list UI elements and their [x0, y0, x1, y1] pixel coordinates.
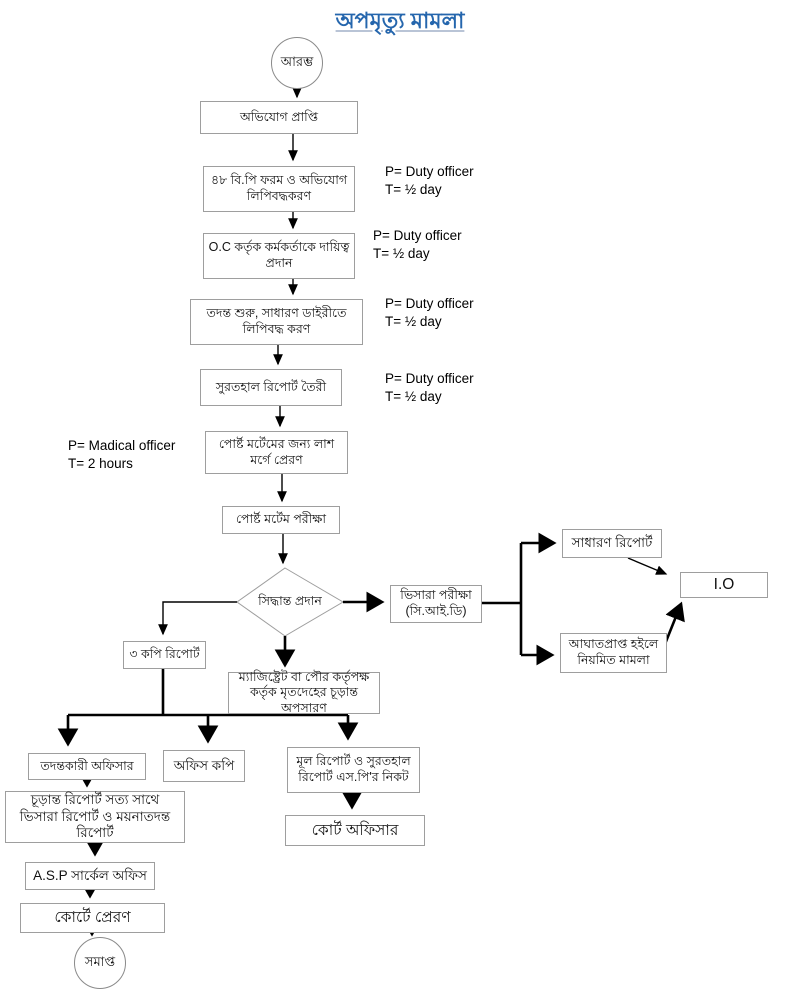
- process-send-body-to-morgue: পোর্ষ্ট মর্টেমের জন্য লাশ মর্গে প্রেরণ: [205, 431, 348, 474]
- process-asp-circle-office: A.S.P সার্কেল অফিস: [25, 862, 155, 890]
- process-complaint-received: অভিযোগ প্রাপ্তি: [200, 101, 358, 134]
- annotation-time: T= ½ day: [373, 245, 430, 261]
- page-title: অপমৃত্যু মামলা: [335, 8, 465, 33]
- decision-give-decision: সিদ্ধান্ত প্রদান: [258, 594, 322, 609]
- end-terminator: সমাপ্ত: [74, 937, 126, 989]
- annotation-duty-officer-4: P= Duty officer T= ½ day: [385, 370, 474, 405]
- start-label: আরম্ভ: [280, 53, 314, 69]
- annotation-person: P= Madical officer: [68, 438, 176, 453]
- annotation-person: P= Duty officer: [385, 371, 474, 386]
- annotation-person: P= Duty officer: [385, 296, 474, 311]
- process-office-copy: অফিস কপি: [163, 750, 245, 782]
- annotation-time: T= ½ day: [385, 313, 442, 329]
- end-label: সমাপ্ত: [84, 953, 116, 969]
- process-magistrate-final-disposal: ম্যাজিষ্ট্রেট বা পৌর কর্তৃপক্ষ কর্তৃক মৃ…: [228, 670, 380, 715]
- annotation-time: T= ½ day: [385, 181, 442, 197]
- annotation-time: T= 2 hours: [68, 455, 133, 471]
- annotation-duty-officer-2: P= Duty officer T= ½ day: [373, 227, 462, 262]
- process-send-to-court: কোর্টে প্রেরণ: [20, 903, 165, 933]
- process-three-copy-report: ৩ কপি রিপোর্ট: [123, 641, 206, 669]
- annotation-duty-officer-1: P= Duty officer T= ½ day: [385, 163, 474, 198]
- annotation-person: P= Duty officer: [373, 228, 462, 243]
- annotation-medical-officer: P= Madical officer T= 2 hours: [68, 437, 175, 472]
- process-inquest-report: সুরতহাল রিপোর্ট তৈরী: [200, 369, 342, 406]
- process-court-officer: কোর্ট অফিসার: [285, 815, 425, 846]
- annotation-time: T= ½ day: [385, 388, 442, 404]
- process-general-diary-entry: তদন্ত শুরু, সাধারণ ডাইরীতে লিপিবদ্ধ করণ: [190, 299, 363, 345]
- process-viscera-test-cid: ভিসারা পরীক্ষা (সি.আই.ডি): [390, 585, 482, 623]
- process-injured-regular-case: আঘাতপ্রাপ্ত হইলে নিয়মিত মামলা: [560, 633, 667, 673]
- process-postmortem-exam: পোর্ষ্ট মর্টেম পরীক্ষা: [222, 506, 340, 534]
- process-investigating-officer: তদন্তকারী অফিসার: [28, 753, 146, 780]
- annotation-person: P= Duty officer: [385, 164, 474, 179]
- process-general-report: সাধারণ রিপোর্ট: [562, 529, 662, 558]
- process-original-report-to-sp: মূল রিপোর্ট ও সুরতহাল রিপোর্ট এস.পি'র নি…: [287, 747, 420, 793]
- process-bp-form-recording: ৪৮ বি.পি ফরম ও অভিযোগ লিপিবদ্ধকরণ: [203, 166, 355, 212]
- start-terminator: আরম্ভ: [271, 37, 323, 89]
- process-io: I.O: [680, 572, 768, 598]
- annotation-duty-officer-3: P= Duty officer T= ½ day: [385, 295, 474, 330]
- process-final-report-with-viscera: চূড়ান্ত রিপোর্ট সত্য সাথে ভিসারা রিপোর্…: [5, 791, 185, 843]
- process-oc-assigns-officer: O.C কর্তৃক কর্মকর্তাকে দায়িত্ব প্রদান: [203, 233, 355, 279]
